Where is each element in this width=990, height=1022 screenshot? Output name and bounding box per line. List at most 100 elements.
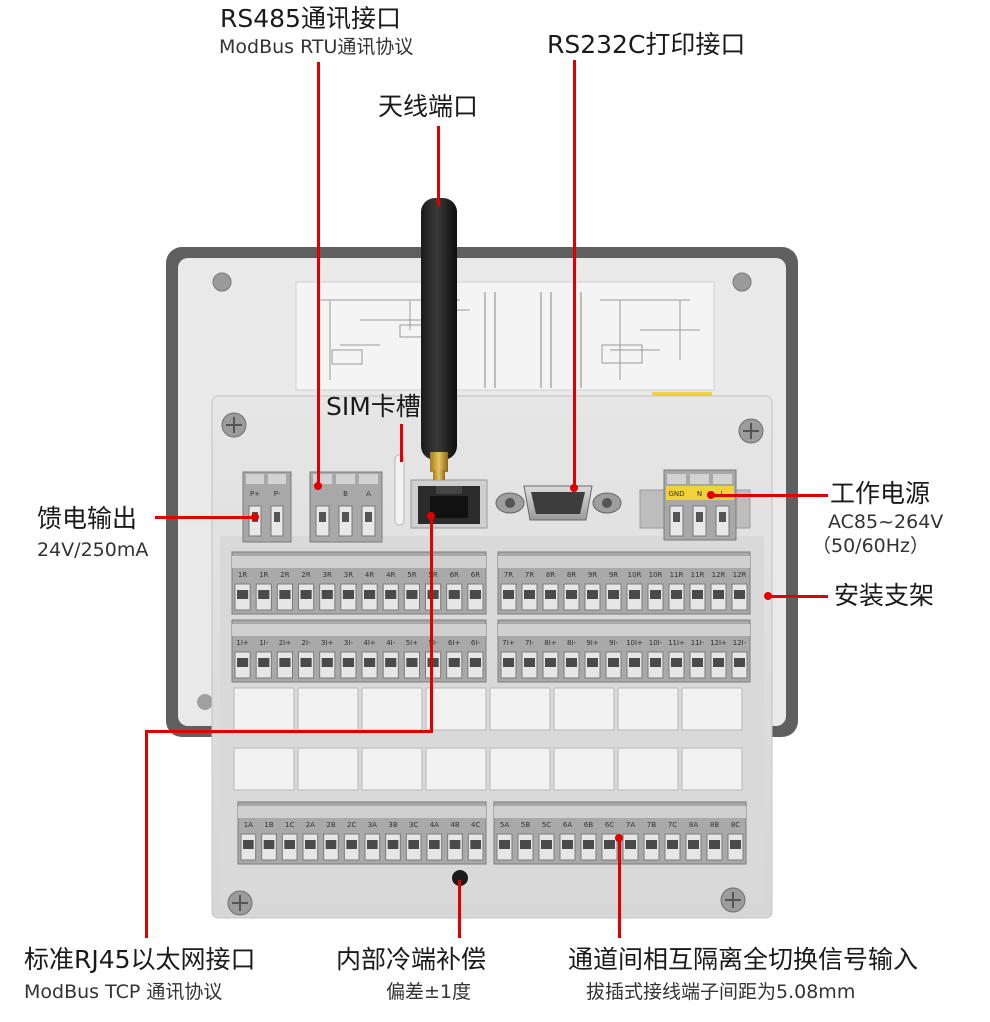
terminal-screw [279,590,291,599]
terminal-label: 7R [504,571,513,579]
terminal-screw [365,512,372,522]
module-cover [489,747,551,791]
terminal-screw [237,590,249,599]
terminal-label: 8B [710,821,719,829]
terminal-label: 10I+ [626,639,643,647]
terminal-screw-top [667,474,686,484]
terminal-label: 11R [691,571,705,579]
terminal-screw [321,658,333,667]
terminal-label: 2C [347,821,356,829]
terminal-screw [650,658,661,667]
terminal-screw [604,840,615,849]
module-cover [617,747,679,791]
db9-port [495,485,622,521]
terminal-screw [650,590,661,599]
terminal-screw [346,840,357,849]
module-cover [489,687,551,731]
terminal-row-top [238,806,486,818]
leader-dot-bracket [764,592,772,600]
terminal-screw [713,590,724,599]
terminal-screw-top [690,474,709,484]
leader-rs485 [317,62,320,487]
module-cover [233,747,295,791]
terminal-screw [284,840,295,849]
terminal-label: 6I+ [448,639,461,647]
terminal-screw [258,590,270,599]
terminal-label: 11I+ [668,639,685,647]
leader-dot-rs485 [314,482,322,490]
terminal-label: 3R [323,571,332,579]
terminal-block-feed: P+P- [242,471,292,543]
terminal-label: 4I+ [363,639,376,647]
leader-dot-rs232 [570,484,578,492]
terminal-screw [587,658,598,667]
terminal-screw [520,840,531,849]
terminal-screw [541,840,552,849]
leader-dot-iso [615,834,623,842]
terminal-label: 4B [450,821,459,829]
terminal-label: 1I- [259,639,269,647]
feed-subtitle: 24V/250mA [37,539,149,561]
antenna-title: 天线端口 [378,92,479,121]
terminal-screw [258,658,270,667]
terminal-screw-top [246,474,264,484]
terminal-screw [406,590,418,599]
cold-junction-title: 内部冷端补偿 [336,945,487,974]
terminal-label: 6C [605,821,614,829]
terminal-label: 10R [628,571,642,579]
terminal-block-power: GNDNL [663,469,737,541]
terminal-label: 4I- [386,639,396,647]
cold-junction-subtitle: 偏差±1度 [386,981,472,1003]
terminal-row-top [498,624,750,636]
terminal-screw [469,590,481,599]
terminal-label: 6B [584,821,593,829]
terminal-screw-top [268,474,286,484]
leader-rj45-v2 [145,730,148,938]
leader-power [712,494,828,497]
terminal-label: 1R [238,571,247,579]
terminal-screw [408,840,419,849]
terminal-label: 4C [471,821,480,829]
terminal-label: 3B [388,821,397,829]
terminal-screw [237,658,249,667]
terminal-label: 7I+ [502,639,515,647]
terminal-label: 6R [471,571,480,579]
terminal-label: 5R [407,571,416,579]
terminal-label: N [697,490,702,498]
terminal-label: 8R [567,571,576,579]
terminal-screw [566,590,577,599]
rs485-subtitle: ModBus RTU通讯协议 [219,36,414,58]
terminal-label: 10I- [649,639,663,647]
terminal-label: 9R [588,571,597,579]
housing-screws [221,412,764,916]
terminal-screw [503,590,514,599]
terminal-label: 3A [368,821,377,829]
module-cover [361,687,423,731]
bracket-title: 安装支架 [834,581,935,610]
module-cover [297,687,359,731]
terminal-label: 11R [670,571,684,579]
terminal-screw [524,658,535,667]
terminal-screw [524,590,535,599]
terminal-label: 7B [647,821,656,829]
terminal-screw [274,512,280,522]
terminal-screw [319,512,326,522]
terminal-label: 6I- [471,639,481,647]
terminal-screw [499,840,510,849]
terminal-label: 8C [731,821,740,829]
terminal-screw [629,590,640,599]
terminal-screw [734,590,745,599]
terminal-screw [429,840,440,849]
terminal-screw [342,512,349,522]
terminal-screw [545,590,556,599]
leader-antenna [437,126,440,206]
rs232-title: RS232C打印接口 [547,30,746,59]
leader-rj45-v1 [430,516,433,733]
terminal-label: 12I+ [710,639,727,647]
rj45-subtitle: ModBus TCP 通讯协议 [24,981,223,1003]
terminal-screw [646,840,657,849]
terminal-label: 12I- [733,639,747,647]
terminal-label: 1I+ [236,639,249,647]
